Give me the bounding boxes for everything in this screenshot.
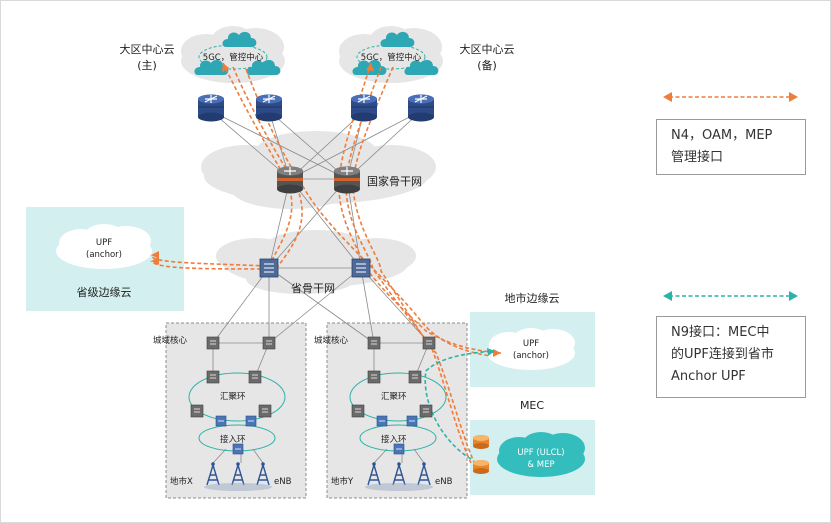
aggregation-switch-icon (248, 370, 262, 384)
access-switch-icon (215, 415, 227, 427)
metro-x-city-label: 地市X (170, 477, 193, 487)
legend-n9-line3: Anchor UPF (671, 369, 746, 384)
aggregation-switch-icon (206, 370, 220, 384)
n9-path (424, 350, 494, 460)
access-switch-icon (376, 415, 388, 427)
metro-x-access-label: 接入环 (220, 435, 246, 445)
metro-y-panel (326, 322, 468, 499)
provincial-backbone-label: 省骨干网 (291, 282, 335, 295)
mec-server-icon (473, 435, 489, 449)
city-upf-anchor: (anchor) (513, 351, 549, 361)
dc-router-icon (350, 93, 378, 123)
mec-upf-cloud (497, 432, 585, 477)
city-edge-title: 地市边缘云 (504, 292, 560, 305)
access-switch-icon (406, 415, 418, 427)
legend-n9-line2: 的UPF连接到省市 (671, 347, 774, 362)
metro-x-enb-label: eNB (274, 477, 292, 487)
mec-upf-label: UPF (ULCL) (517, 448, 565, 458)
aggregation-switch-icon (190, 404, 204, 418)
legend-n4-line1: N4，OAM，MEP (671, 128, 773, 143)
provincial-edge-title: 省级边缘云 (76, 286, 132, 299)
aggregation-switch-icon (258, 404, 272, 418)
backbone-router-icon (276, 165, 304, 195)
metro-core-switch-icon (367, 336, 381, 350)
legend-n9: N9接口：MEC中 的UPF连接到省市 Anchor UPF (656, 316, 806, 398)
city-upf-label: UPF (522, 339, 540, 349)
legend-arrows (663, 92, 798, 301)
access-switch-icon (245, 415, 257, 427)
dc-backup-role: (备) (477, 59, 497, 72)
metro-y-access-label: 接入环 (381, 435, 407, 445)
aggregation-switch-icon (419, 404, 433, 418)
mec-upf-mep: & MEP (527, 460, 555, 470)
provincial-upf-label: UPF (95, 238, 113, 248)
metro-core-switch-icon (422, 336, 436, 350)
legend-n4-line2: 管理接口 (671, 150, 724, 165)
city-upf-cloud (487, 328, 575, 370)
metro-x-core-label: 城域核心 (153, 336, 188, 346)
aggregation-switch-icon (408, 370, 422, 384)
mec-title: MEC (519, 399, 545, 412)
metro-y-aggregation-label: 汇聚环 (381, 392, 407, 402)
enb-base-shadow (204, 483, 433, 491)
provincial-switch-icon (259, 258, 279, 278)
dc-main-role: (主) (137, 59, 157, 72)
aggregation-switch-icon (351, 404, 365, 418)
backbone-router-icon (333, 165, 361, 195)
aggregation-switch-icon (367, 370, 381, 384)
dc-main-title: 大区中心云 (119, 43, 175, 56)
national-backbone-cloud (201, 131, 436, 209)
metro-y-city-label: 地市Y (331, 477, 354, 487)
dc-backup-title: 大区中心云 (459, 43, 515, 56)
provincial-upf-cloud (56, 224, 152, 269)
metro-y-enb-label: eNB (435, 477, 453, 487)
dc-router-icon (407, 93, 435, 123)
national-backbone-label: 国家骨干网 (367, 175, 422, 188)
dc-router-icon (255, 93, 283, 123)
provincial-upf-anchor: (anchor) (86, 250, 122, 260)
mec-server-icon (473, 460, 489, 474)
legend-n9-line1: N9接口：MEC中 (671, 325, 770, 340)
metro-x-panel (165, 322, 307, 499)
dc-router-icon (197, 93, 225, 123)
n4-arrowheads (151, 63, 501, 357)
metro-x-aggregation-label: 汇聚环 (220, 392, 246, 402)
metro-y-core-label: 城域核心 (314, 336, 349, 346)
metro-core-switch-icon (206, 336, 220, 350)
dc-backup-inner: 5GC，管控中心 (360, 53, 422, 63)
legend-n4-oam: N4，OAM，MEP 管理接口 (656, 119, 806, 175)
dc-main-inner: 5GC，管控中心 (202, 53, 264, 63)
metro-core-switch-icon (262, 336, 276, 350)
provincial-switch-icon (351, 258, 371, 278)
